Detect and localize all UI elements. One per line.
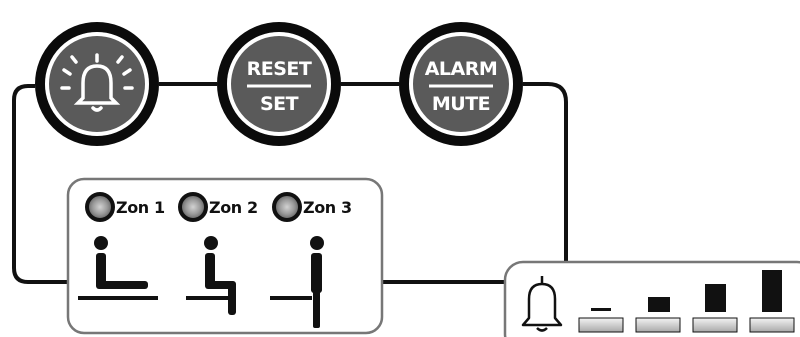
zone-3-label: Zon 3 xyxy=(303,198,352,217)
zone-2-led xyxy=(178,192,208,222)
reset-label: RESET xyxy=(247,58,312,80)
zone-2-indicator[interactable]: Zon 2 xyxy=(178,192,258,222)
mute-label: MUTE xyxy=(432,93,490,115)
volume-level-1-bar xyxy=(591,308,611,311)
connection-wire xyxy=(12,82,568,284)
zone-1-label: Zon 1 xyxy=(116,198,165,217)
volume-level-4-button[interactable] xyxy=(749,270,795,333)
zone-3-indicator[interactable]: Zon 3 xyxy=(272,192,352,222)
alarm-label: ALARM xyxy=(425,58,498,80)
reset-set-button[interactable]: RESET SET xyxy=(217,22,341,146)
volume-level-2-bar xyxy=(648,297,670,312)
sitting-person-icon xyxy=(186,236,236,315)
alarm-bell-icon xyxy=(60,53,134,112)
zone-1-indicator[interactable]: Zon 1 xyxy=(85,192,165,222)
volume-panel xyxy=(503,260,800,337)
zone-2-label: Zon 2 xyxy=(209,198,258,217)
alarm-mute-button[interactable]: ALARM MUTE xyxy=(399,22,523,146)
volume-level-2-button[interactable] xyxy=(635,297,681,333)
volume-level-1-key xyxy=(578,317,624,333)
set-label: SET xyxy=(260,93,299,115)
zone-panel: Zon 1 Zon 2 Zon 3 xyxy=(66,177,384,335)
alarm-bell-button[interactable] xyxy=(35,22,159,146)
zone-1-led xyxy=(85,192,115,222)
zone-3-led xyxy=(272,192,302,222)
volume-level-4-key xyxy=(749,317,795,333)
volume-level-2-key xyxy=(635,317,681,333)
volume-level-4-bar xyxy=(762,270,782,312)
volume-level-3-key xyxy=(692,317,738,333)
volume-level-3-bar xyxy=(705,284,726,312)
bell-outline-icon xyxy=(521,276,563,332)
volume-level-3-button[interactable] xyxy=(692,284,738,333)
standing-person-icon xyxy=(270,236,324,328)
volume-level-1-button[interactable] xyxy=(578,308,624,333)
lying-person-icon xyxy=(78,236,158,300)
